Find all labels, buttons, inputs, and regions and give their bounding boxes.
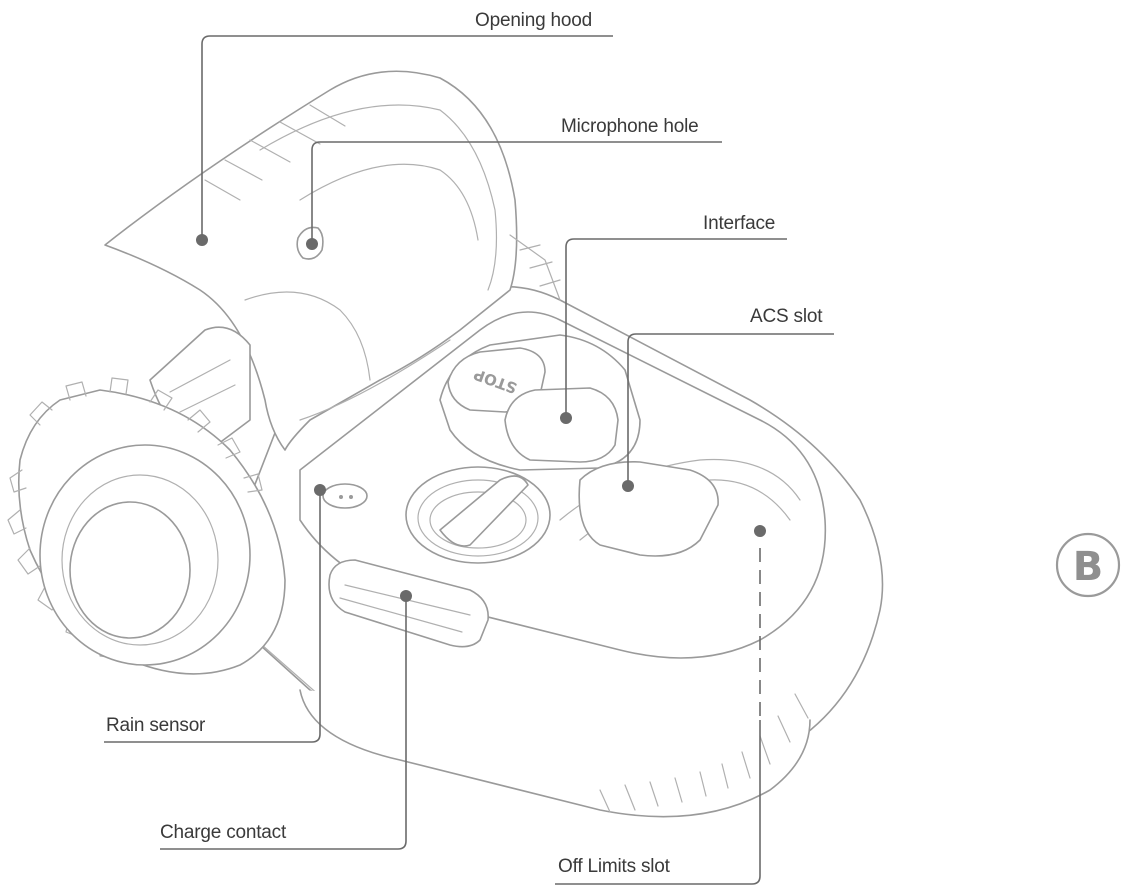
charge-contact-bar [328, 559, 489, 648]
leader-charge-contact [160, 596, 407, 850]
marker-rain-sensor [314, 484, 326, 496]
cutting-height-knob [405, 466, 551, 564]
leader-opening-hood [201, 35, 613, 240]
rain-sensor-element [322, 483, 368, 509]
callout-labels: Opening hood Microphone hole Interface A… [106, 10, 823, 877]
mower-illustration: STOP [7, 70, 884, 818]
label-microphone-hole: Microphone hole [561, 116, 698, 137]
interface-button [504, 387, 619, 463]
leader-interface [565, 238, 787, 418]
label-opening-hood: Opening hood [475, 10, 592, 31]
label-off-limits-slot: Off Limits slot [558, 856, 671, 877]
front-vents [599, 693, 809, 813]
acs-slot-plate [578, 461, 719, 557]
label-rain-sensor: Rain sensor [106, 715, 206, 736]
marker-off-limits-slot [754, 525, 766, 537]
marker-acs-slot [622, 480, 634, 492]
view-badge: B [1055, 532, 1121, 598]
badge-circle [1055, 532, 1121, 598]
marker-charge-contact [400, 590, 412, 602]
leader-rain-sensor [104, 490, 321, 743]
left-rear-wheel [7, 377, 286, 675]
mower-front-skirt [299, 689, 811, 818]
right-rear-wheel [509, 234, 561, 301]
badge-letter: B [1073, 544, 1104, 590]
marker-opening-hood [196, 234, 208, 246]
label-charge-contact: Charge contact [160, 822, 287, 843]
marker-microphone-hole [306, 238, 318, 250]
callout-leaders [104, 35, 834, 885]
label-interface: Interface [703, 213, 775, 234]
leader-acs-slot [627, 333, 834, 486]
leader-off-limits-slot [555, 720, 761, 885]
label-acs-slot: ACS slot [750, 306, 823, 327]
leader-microphone-hole [311, 141, 722, 244]
marker-interface [560, 412, 572, 424]
